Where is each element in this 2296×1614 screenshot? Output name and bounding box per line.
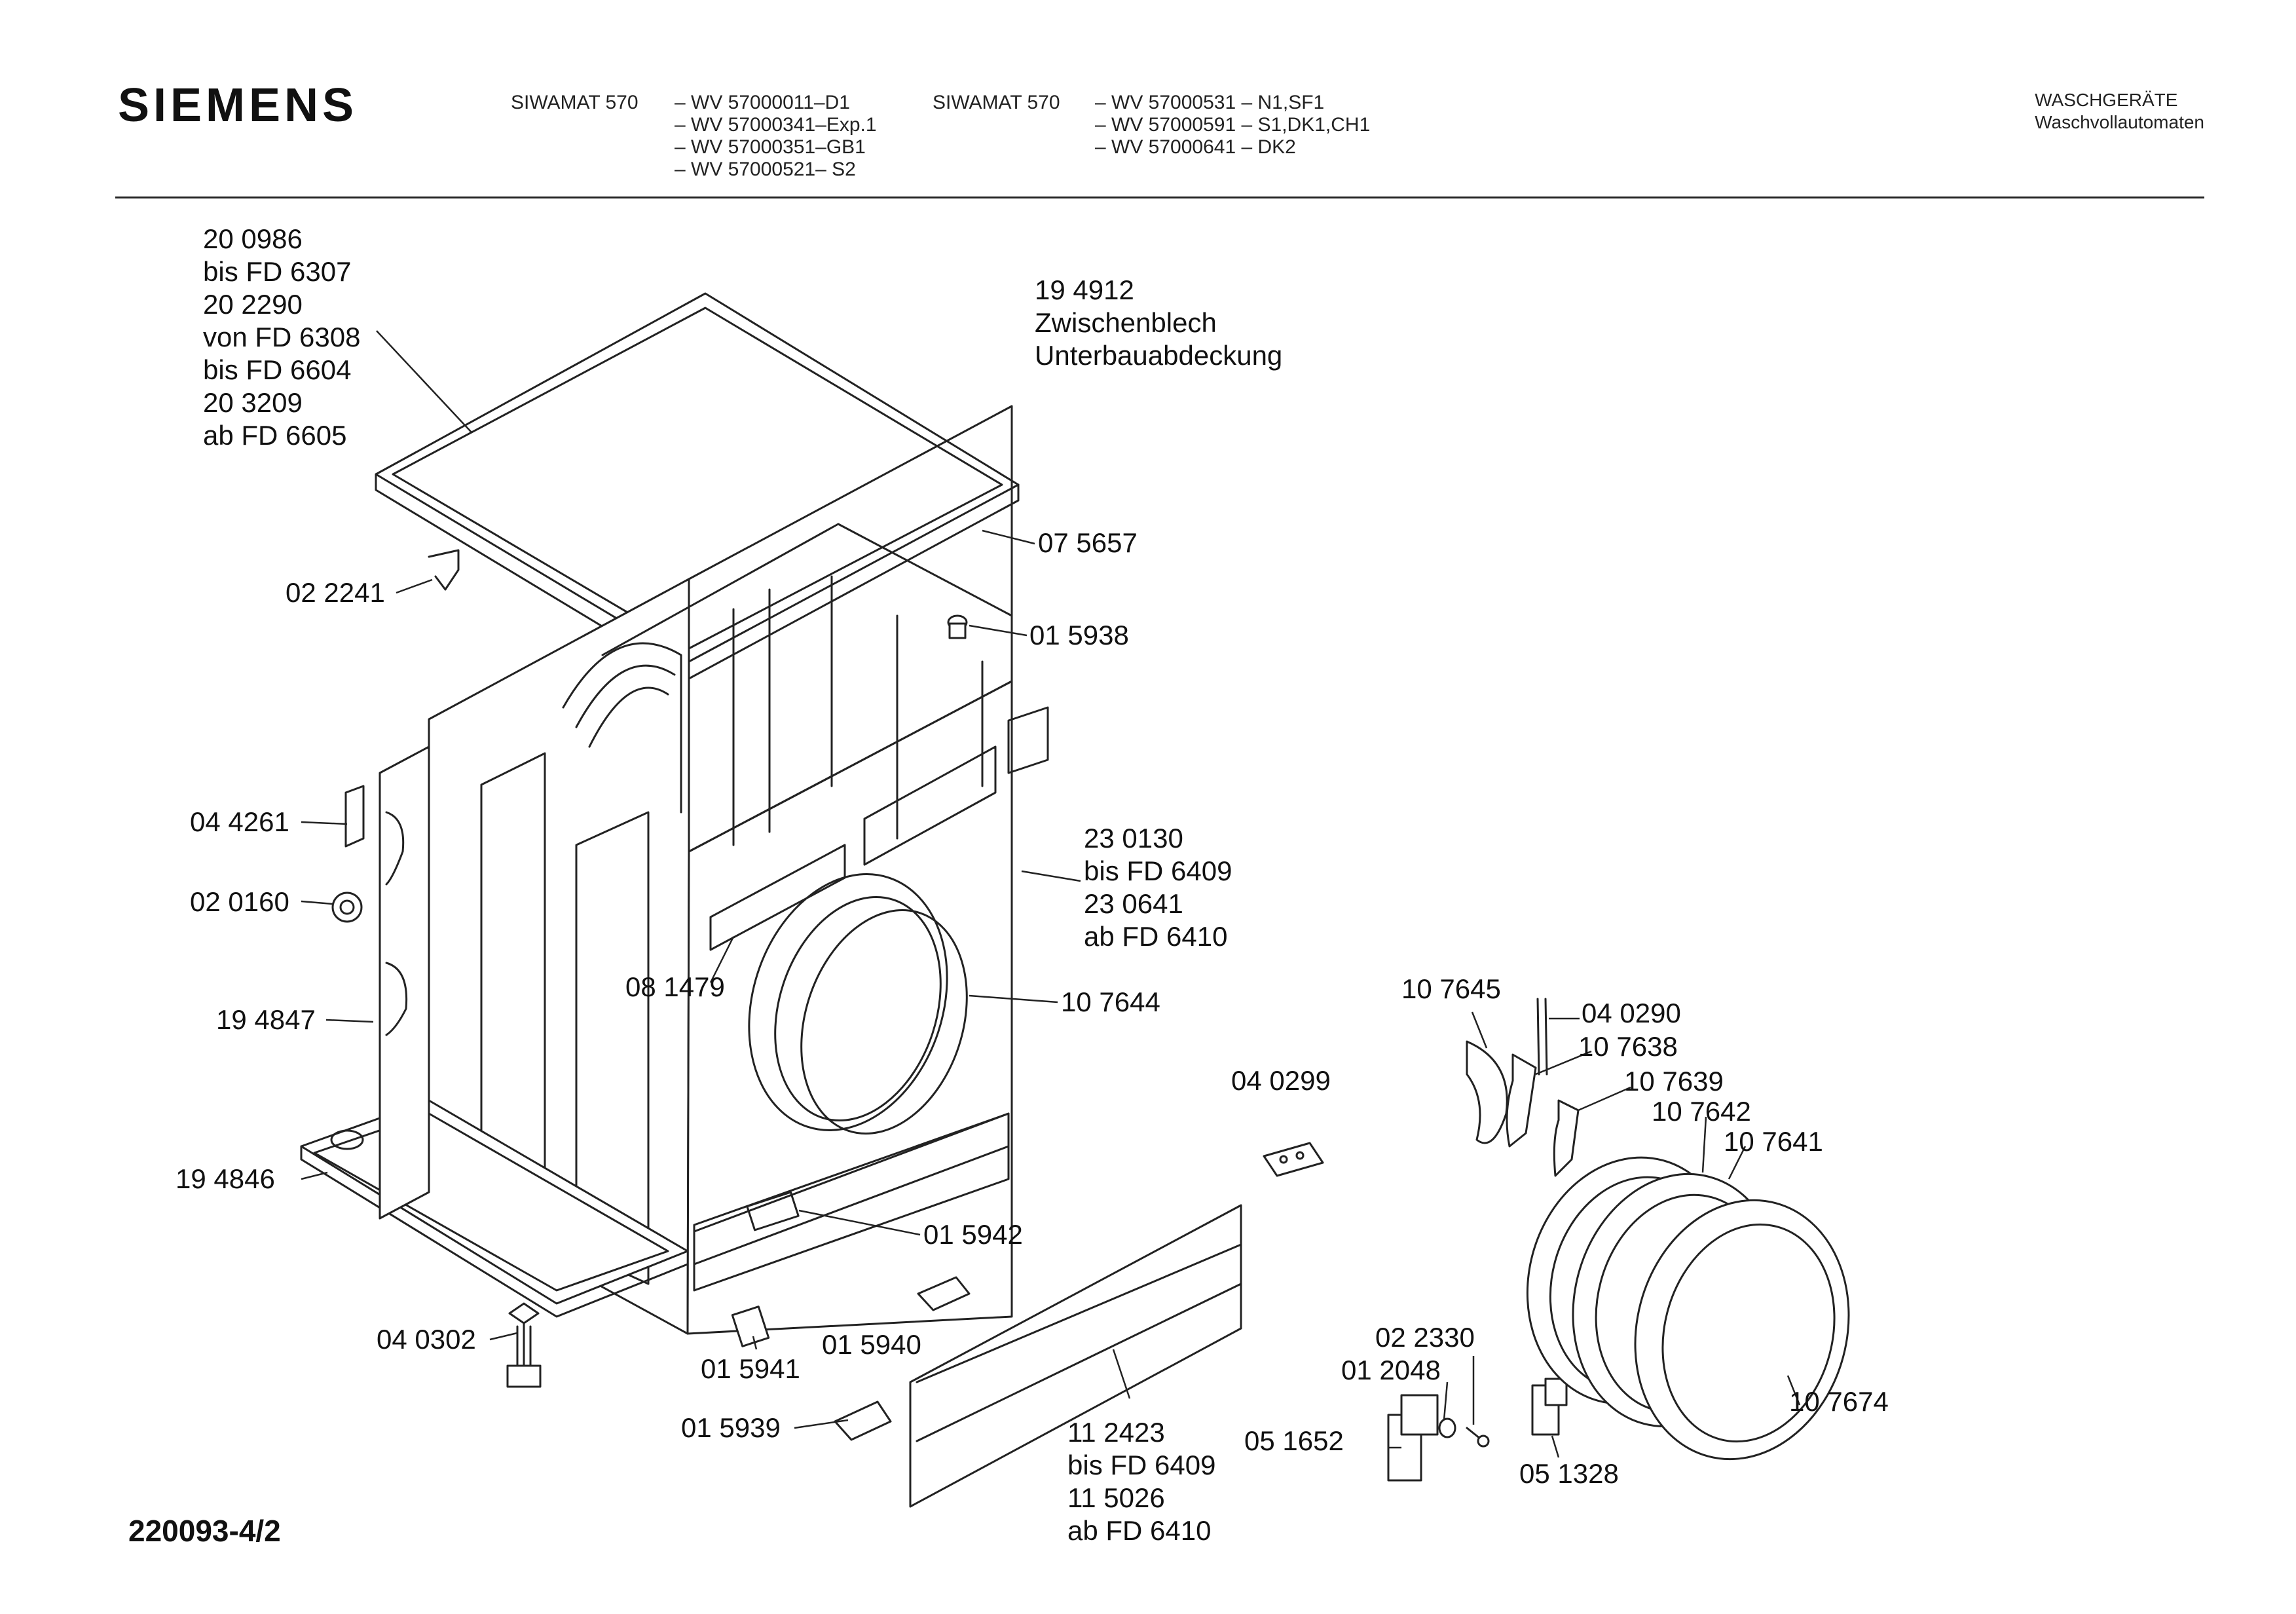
top-cover — [376, 293, 1018, 679]
label-04-4261: 04 4261 — [190, 806, 289, 837]
left-support-bracket — [380, 747, 429, 1218]
part-range: von FD 6308 — [203, 322, 361, 352]
part-range: ab FD 6605 — [203, 420, 347, 451]
label-01-5939: 01 5939 — [681, 1412, 781, 1443]
label-top-cover: 20 0986 bis FD 6307 20 2290 von FD 6308 … — [203, 223, 360, 452]
leader-lines — [301, 331, 1800, 1457]
part-number: 20 2290 — [203, 289, 303, 320]
label-02-2330: 02 2330 — [1375, 1322, 1475, 1353]
label-05-1328: 05 1328 — [1519, 1458, 1619, 1489]
model-name-left: SIWAMAT 570 — [511, 92, 639, 113]
part-number: 11 5026 — [1067, 1482, 1165, 1513]
variant-item: – WV 57000591 – S1,DK1,CH1 — [1095, 114, 1371, 136]
label-10-7674: 10 7674 — [1789, 1386, 1889, 1417]
part-range: bis FD 6409 — [1084, 855, 1232, 886]
variant-list-left: – WV 57000011–D1 – WV 57000341–Exp.1 – W… — [675, 92, 877, 181]
document-number: 220093-4/2 — [128, 1514, 281, 1548]
label-01-5940: 01 5940 — [822, 1329, 921, 1360]
model-name-right: SIWAMAT 570 — [933, 92, 1060, 113]
door-rings — [1500, 1134, 1877, 1483]
category-subtitle: Waschvollautomaten — [2035, 112, 2204, 132]
variant-list-right: – WV 57000531 – N1,SF1 – WV 57000591 – S… — [1095, 92, 1370, 159]
part-number: 20 0986 — [203, 223, 303, 254]
variant-item: – WV 57000341–Exp.1 — [675, 114, 877, 136]
category-block: WASCHGERÄTE Waschvollautomaten — [2035, 89, 2204, 134]
label-19-4847: 19 4847 — [216, 1004, 316, 1035]
label-10-7641: 10 7641 — [1724, 1126, 1823, 1157]
variant-item: – WV 57000531 – N1,SF1 — [1095, 92, 1325, 113]
label-zwischenblech: 19 4912 Zwischenblech Unterbauabdeckung — [1035, 274, 1282, 372]
small-parts — [333, 550, 1566, 1480]
part-range: ab FD 6410 — [1067, 1515, 1212, 1546]
label-01-5941: 01 5941 — [701, 1353, 800, 1384]
plinth — [910, 1205, 1241, 1507]
door-hinge-parts — [1467, 1042, 1578, 1176]
label-10-7639: 10 7639 — [1624, 1066, 1724, 1097]
label-08-1479: 08 1479 — [625, 971, 725, 1002]
part-number: 19 4912 — [1035, 274, 1134, 305]
label-04-0299: 04 0299 — [1231, 1065, 1331, 1096]
part-number: 23 0130 — [1084, 823, 1183, 854]
label-01-5942: 01 5942 — [923, 1219, 1023, 1250]
part-range: ab FD 6410 — [1084, 921, 1228, 952]
part-range: bis FD 6307 — [203, 256, 352, 287]
label-01-2048: 01 2048 — [1341, 1355, 1441, 1385]
label-04-0302: 04 0302 — [377, 1324, 476, 1355]
part-range: bis FD 6409 — [1067, 1450, 1216, 1480]
header-rule — [115, 197, 2204, 198]
variant-item: – WV 57000351–GB1 — [675, 136, 866, 158]
label-07-5657: 07 5657 — [1038, 527, 1138, 558]
part-number: 23 0641 — [1084, 888, 1183, 919]
part-number: 20 3209 — [203, 387, 303, 418]
label-10-7645: 10 7645 — [1401, 973, 1501, 1004]
variant-item: – WV 57000011–D1 — [675, 92, 850, 113]
control-brackets — [711, 707, 1048, 950]
variant-item: – WV 57000521– S2 — [675, 159, 856, 180]
label-10-7644: 10 7644 — [1061, 986, 1160, 1017]
label-01-5938: 01 5938 — [1029, 620, 1129, 650]
label-05-1652: 05 1652 — [1244, 1425, 1344, 1456]
label-02-0160: 02 0160 — [190, 886, 289, 917]
lower-service-panel — [694, 1114, 1009, 1290]
label-front-panel: 23 0130 bis FD 6409 23 0641 ab FD 6410 — [1084, 822, 1232, 953]
label-19-4846: 19 4846 — [176, 1163, 275, 1194]
part-range: bis FD 6604 — [203, 354, 352, 385]
label-10-7638: 10 7638 — [1578, 1031, 1678, 1062]
door-opening — [717, 848, 994, 1156]
part-description: Zwischenblech — [1035, 307, 1217, 338]
variant-item: – WV 57000641 – DK2 — [1095, 136, 1296, 158]
part-number: 11 2423 — [1067, 1417, 1165, 1448]
label-04-0290: 04 0290 — [1582, 998, 1681, 1028]
label-plinth: 11 2423 bis FD 6409 11 5026 ab FD 6410 — [1067, 1416, 1215, 1547]
category-title: WASCHGERÄTE — [2035, 90, 2178, 110]
part-description: Unterbauabdeckung — [1035, 340, 1283, 371]
label-02-2241: 02 2241 — [286, 577, 385, 608]
tub-ribs — [563, 643, 681, 812]
brand-logo: SIEMENS — [118, 79, 358, 132]
label-10-7642: 10 7642 — [1652, 1096, 1751, 1127]
